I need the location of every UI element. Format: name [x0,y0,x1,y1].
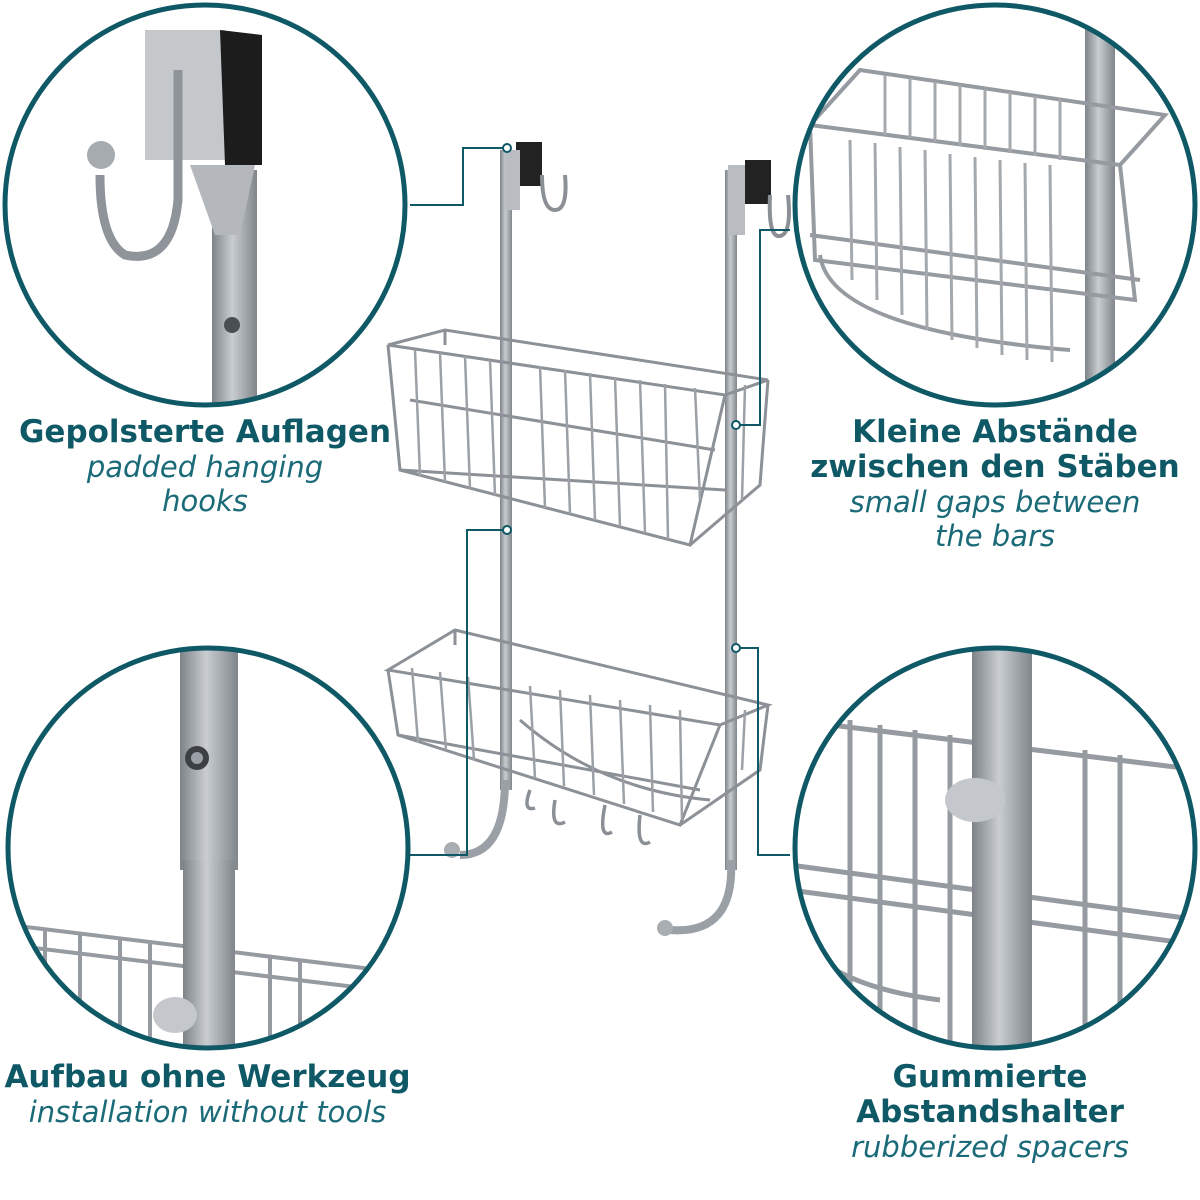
label-title: Gepolsterte Auflagen [18,414,392,450]
label-padded-hooks: Gepolsterte Auflagen padded hanging hook… [0,414,410,519]
detail-circle-spacers [792,645,1198,1051]
label-rubber-spacers: Gummierte Abstandshalter rubberized spac… [780,1059,1200,1165]
label-title: Gummierte [892,1059,1088,1095]
label-title: Aufbau ohne Werkzeug [4,1059,411,1095]
detail-circle-assembly [5,645,411,1051]
label-subtitle: rubberized spacers [851,1130,1129,1164]
label-subtitle: installation without tools [28,1095,387,1129]
callout-lines [410,143,790,856]
label-title: zwischen den Stäben [810,449,1180,485]
label-subtitle: the bars [934,519,1056,553]
label-small-gaps: Kleine Abstände zwischen den Stäben smal… [790,414,1200,554]
detail-circle-hook [2,2,408,408]
label-title: Kleine Abstände [852,414,1138,450]
label-subtitle: padded hanging [86,450,324,484]
label-no-tools: Aufbau ohne Werkzeug installation withou… [0,1059,415,1130]
shower-caddy [383,142,791,936]
label-title: Abstandshalter [856,1094,1124,1130]
label-subtitle: small gaps between [849,485,1141,519]
label-subtitle: hooks [162,484,248,518]
detail-circle-bars [792,2,1198,408]
